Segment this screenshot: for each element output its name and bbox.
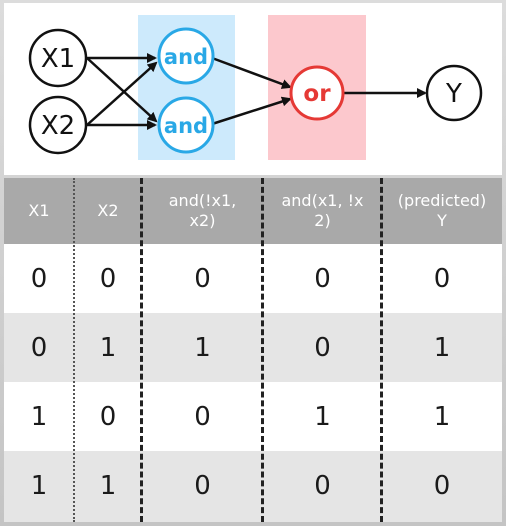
and-node-2: and [157,96,215,154]
table-cell: 1 [99,470,117,501]
table-cell: 0 [30,332,48,363]
or-node: or [289,65,345,121]
edge-x2-and1 [86,61,158,126]
table-cell: 0 [194,470,211,501]
neural-network-diagram: X1 X2 and and or Y [4,3,502,175]
and-node-1-label: and [164,45,208,69]
edge-x1-and2 [86,57,158,123]
table-cell: 1 [314,401,331,432]
table-cell: 1 [433,332,451,363]
column-divider [73,178,75,522]
input-node-x2-label: X2 [41,111,75,141]
table-cell: 1 [30,470,48,501]
and-node-1: and [157,27,215,85]
table-cell: 0 [314,470,331,501]
input-node-x1: X1 [28,28,88,88]
output-node-y-label: Y [445,79,462,109]
header-predicted-y: (predicted) Y [397,191,487,230]
table-cell: 1 [433,401,451,432]
table-row: 1 1 0 0 0 [4,451,502,522]
output-node-y: Y [425,64,483,122]
header-and-x1-not-x2: and(x1, !x 2) [281,191,364,230]
table-row: 0 0 0 0 0 [4,244,502,313]
or-node-label: or [303,81,331,107]
header-x1: X1 [28,201,50,220]
table-cell: 0 [433,263,451,294]
table-cell: 0 [433,470,451,501]
table-cell: 1 [194,332,211,363]
table-cell: 0 [194,401,211,432]
table-header-row: X1 X2 and(!x1, x2) and(x1, !x 2) (predic… [4,178,502,244]
column-divider [140,178,143,522]
table-cell: 0 [99,401,117,432]
table-cell: 1 [99,332,117,363]
table-cell: 0 [194,263,211,294]
edge-and2-or [211,96,292,126]
table-cell: 0 [30,263,48,294]
column-divider [261,178,264,522]
table-cell: 0 [99,263,117,294]
table-row: 0 1 1 0 1 [4,313,502,382]
table-cell: 0 [314,263,331,294]
edge-and1-or [211,56,292,89]
diagram-svg: X1 X2 and and or Y [28,15,483,160]
and-node-2-label: and [164,114,208,138]
column-divider [380,178,383,522]
input-node-x1-label: X1 [41,44,75,74]
truth-table: X1 X2 and(!x1, x2) and(x1, !x 2) (predic… [4,178,502,522]
input-node-x2: X2 [28,95,88,155]
table-row: 1 0 0 1 1 [4,382,502,451]
header-x2: X2 [97,201,119,220]
table-cell: 0 [314,332,331,363]
table-cell: 1 [30,401,48,432]
header-and-not-x1-x2: and(!x1, x2) [168,191,237,230]
